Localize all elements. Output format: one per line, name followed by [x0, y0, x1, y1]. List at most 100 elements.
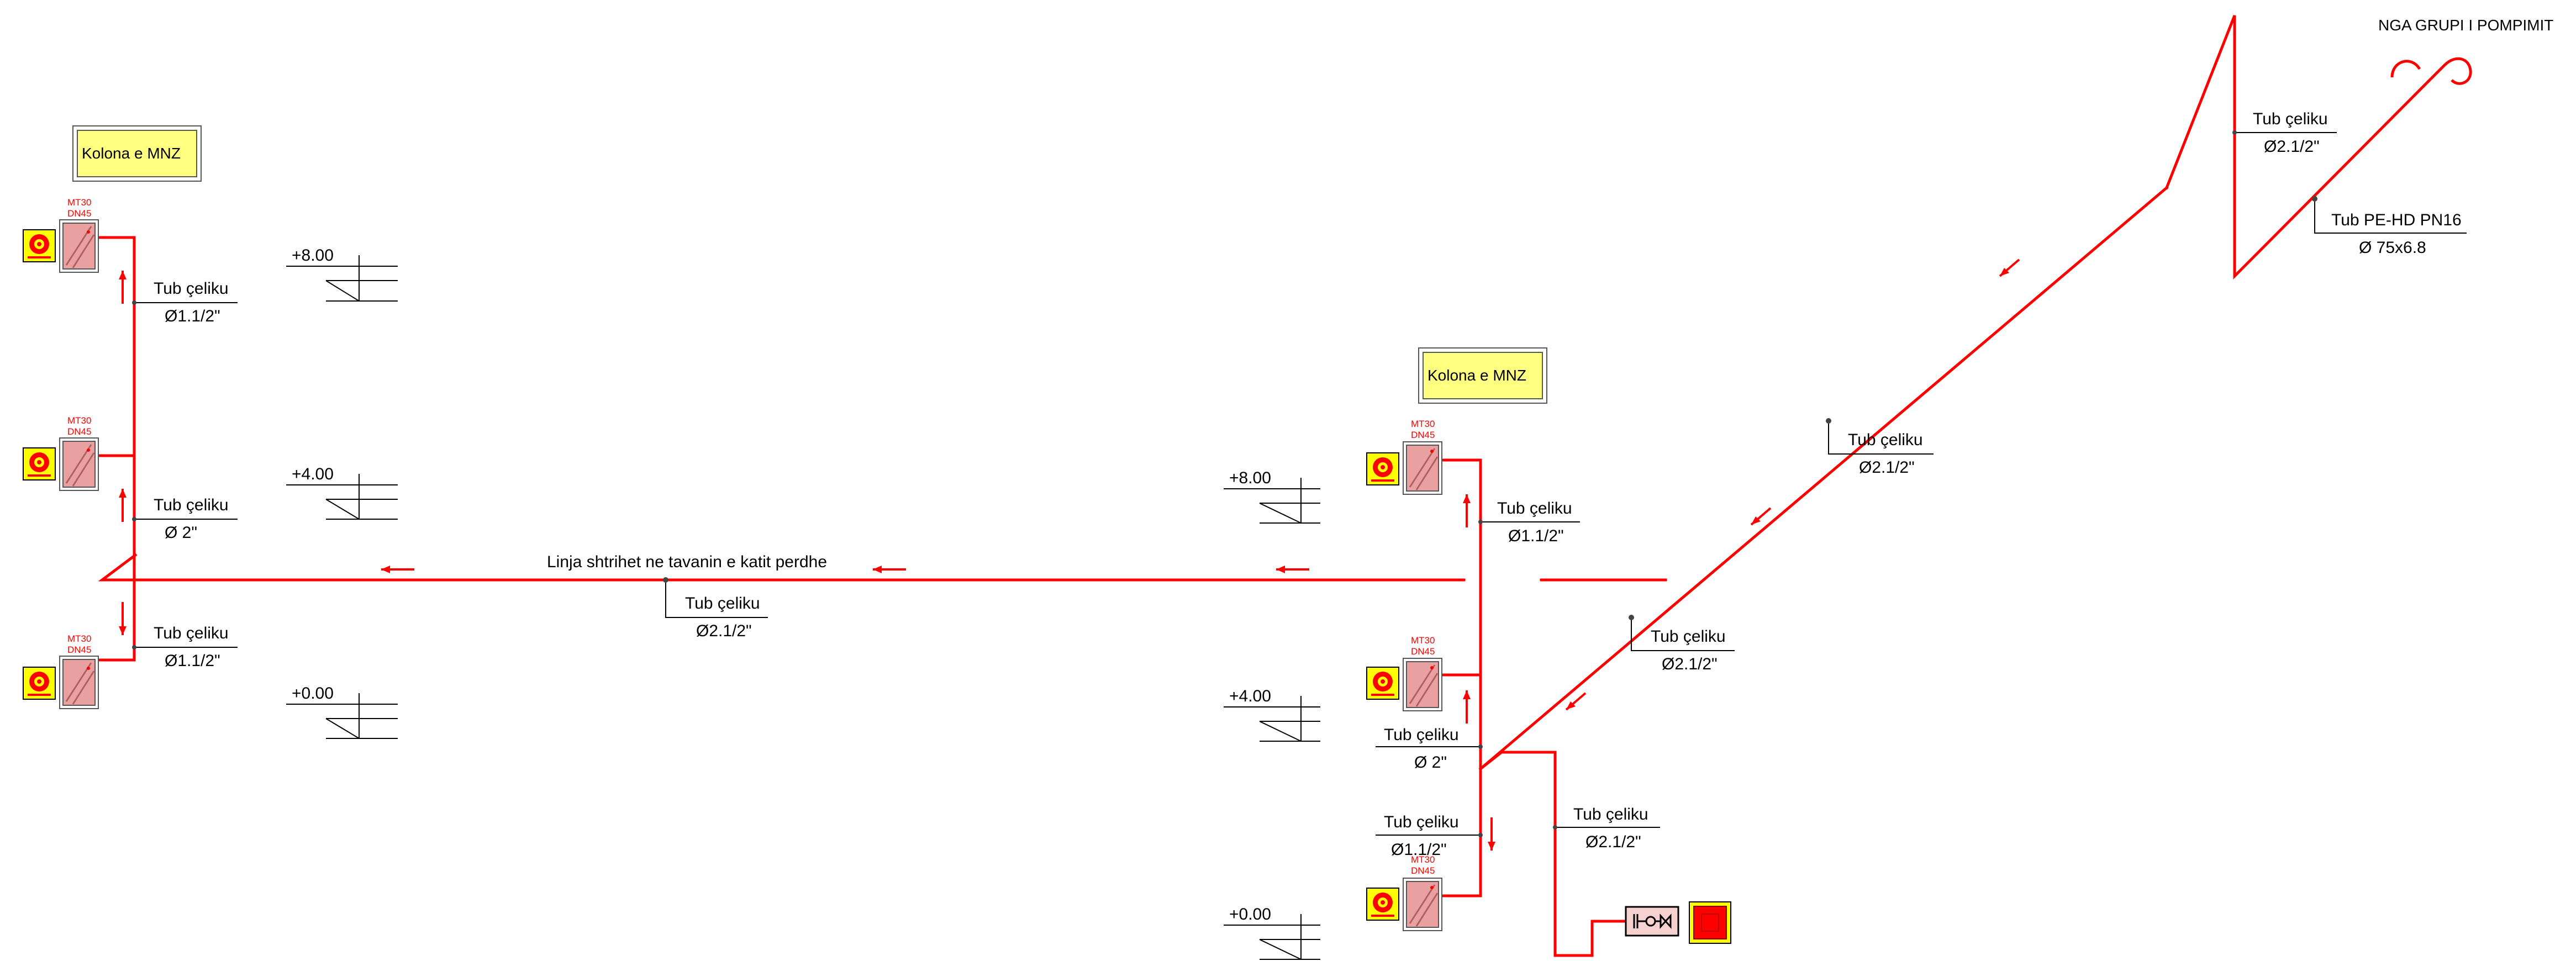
cabinet-label-size: DN45 — [1411, 865, 1435, 876]
pipe-label-lc-top: Tub çeliku Ø1.1/2" — [132, 279, 238, 325]
diagonal-supply-pipe — [1478, 186, 2169, 771]
hose-cabinet-icon — [1403, 441, 1442, 495]
pipe-label-diameter: Ø 2" — [165, 524, 197, 542]
hose-cabinet-icon — [1403, 658, 1442, 711]
pipe-label-material: Tub çeliku — [154, 496, 229, 514]
pipe-label-material: Tub çeliku — [154, 279, 229, 298]
pipe-label-material: Tub çeliku — [1384, 726, 1459, 744]
pipe-label-lc-mid: Tub çeliku Ø 2" — [132, 496, 238, 542]
hose-cabinet-icon — [1403, 878, 1442, 931]
level-label: +4.00 — [292, 465, 334, 483]
extinguisher-icon — [1366, 888, 1399, 921]
pipe-label-diameter: Ø2.1/2" — [1859, 458, 1915, 477]
pipe-label-material: Tub çeliku — [685, 594, 760, 612]
column-label-right: Kolona e MNZ — [1418, 347, 1547, 404]
extinguisher-icon — [1366, 667, 1399, 700]
hose-station-left-mid: MT30 DN45 — [23, 415, 99, 491]
level-marker-l4: +4.00 — [286, 465, 398, 520]
pipe-label-material: Tub PE-HD PN16 — [2331, 211, 2462, 229]
flow-arrow-icon — [119, 602, 127, 635]
flow-arrow-icon — [1488, 817, 1495, 851]
cabinet-label-type: MT30 — [67, 633, 91, 644]
hook-icon-arc — [2390, 60, 2421, 78]
pipe-label-horiz: Tub çeliku Ø2.1/2" — [663, 577, 768, 640]
pump-icon — [1689, 901, 1731, 944]
level-label: +0.00 — [292, 684, 334, 703]
level-marker-icon — [1224, 478, 1320, 524]
pipe-label-riser-top: Tub çeliku Ø2.1/2" — [2232, 110, 2337, 156]
hose-station-right-top: MT30 DN45 — [1366, 419, 1442, 495]
level-marker-l0: +0.00 — [286, 684, 398, 739]
pipe-label-rc-top: Tub çeliku Ø1.1/2" — [1478, 499, 1580, 545]
pipe-label-diameter: Ø 75x6.8 — [2359, 239, 2426, 257]
source-label: NGA GRUPI I POMPIMIT — [2378, 17, 2553, 34]
column-label-text: Kolona e MNZ — [82, 145, 181, 162]
cabinet-label-size: DN45 — [1411, 430, 1435, 440]
riser-from-pump — [2164, 15, 2430, 280]
extinguisher-icon — [23, 667, 56, 700]
cabinet-label-size: DN45 — [67, 645, 91, 655]
flow-arrows — [119, 258, 2020, 851]
cabinet-label-type: MT30 — [67, 415, 91, 426]
cabinet-label-type: MT30 — [1411, 635, 1435, 646]
pipe-label-diameter: Ø2.1/2" — [2264, 138, 2320, 156]
cabinet-label-size: DN45 — [1411, 646, 1435, 657]
pipe-label-diameter: Ø2.1/2" — [1585, 833, 1641, 851]
flow-arrow-icon — [119, 489, 127, 522]
level-label: +8.00 — [1229, 469, 1271, 487]
hose-station-left-top: MT30 DN45 — [23, 197, 99, 273]
pipe-label-material: Tub çeliku — [1573, 805, 1648, 823]
pipe-label-feed: Tub çeliku Ø2.1/2" — [1553, 805, 1660, 851]
pipe-label-material: Tub çeliku — [2253, 110, 2328, 128]
level-marker-icon — [286, 474, 398, 520]
hose-station-right-mid: MT30 DN45 — [1366, 635, 1442, 711]
cabinet-label-type: MT30 — [1411, 854, 1435, 865]
flow-arrow-icon — [119, 271, 127, 304]
valve-assembly-icon — [1625, 906, 1679, 937]
flow-arrow-icon — [1750, 507, 1772, 526]
level-marker-r4: +4.00 — [1224, 687, 1320, 742]
pipe-label-diameter: Ø2.1/2" — [696, 622, 752, 640]
pipe-network — [95, 15, 2430, 957]
cabinet-label-type: MT30 — [67, 197, 91, 208]
flow-arrow-icon — [1565, 692, 1587, 711]
flow-arrow-icon — [1463, 494, 1471, 527]
pipe-label-diameter: Ø1.1/2" — [1391, 841, 1447, 859]
pipe-label-rc-mid: Tub çeliku Ø 2" — [1376, 726, 1483, 772]
pipe-label-diameter: Ø1.1/2" — [165, 307, 220, 325]
level-marker-icon — [286, 255, 398, 302]
flow-arrow-icon — [1276, 566, 1309, 573]
pipe-label-material: Tub çeliku — [1384, 813, 1459, 831]
flow-arrow-icon — [381, 566, 414, 573]
hose-station-left-bot: MT30 DN45 — [23, 633, 99, 709]
horizontal-main-pipe — [98, 553, 1466, 582]
level-label: +0.00 — [1229, 905, 1271, 923]
feed-pipe — [1478, 751, 1627, 957]
level-label: +8.00 — [292, 246, 334, 265]
pipe-label-rc-bot: Tub çeliku Ø1.1/2" — [1376, 813, 1483, 859]
column-label-left: Kolona e MNZ — [72, 125, 202, 182]
level-marker-r0: +0.00 — [1224, 905, 1320, 960]
extinguisher-icon — [23, 447, 56, 480]
hose-cabinet-icon — [59, 437, 99, 491]
cabinet-label-type: MT30 — [1411, 419, 1435, 429]
pipe-label-diameter: Ø1.1/2" — [165, 652, 220, 670]
pipe-label-lc-bot: Tub çeliku Ø1.1/2" — [132, 624, 238, 670]
level-label: +4.00 — [1229, 687, 1271, 705]
pipe-label-material: Tub çeliku — [1848, 431, 1923, 449]
cabinet-label-size: DN45 — [67, 426, 91, 437]
flow-arrow-icon — [1463, 690, 1471, 724]
level-marker-icon — [1224, 914, 1320, 960]
level-marker-l8: +8.00 — [286, 246, 398, 302]
pipe-label-diameter: Ø2.1/2" — [1662, 655, 1718, 673]
extinguisher-icon — [1366, 452, 1399, 485]
pipe-label-diag-low: Tub çeliku Ø2.1/2" — [1629, 615, 1735, 673]
pipe-label-diameter: Ø1.1/2" — [1508, 527, 1564, 545]
cabinet-label-size: DN45 — [67, 208, 91, 219]
level-marker-r8: +8.00 — [1224, 469, 1320, 524]
pipe-label-material: Tub çeliku — [1651, 627, 1726, 646]
pipe-label-material: Tub çeliku — [1497, 499, 1572, 518]
flow-arrow-icon — [873, 566, 906, 573]
pipe-label-material: Tub çeliku — [154, 624, 229, 642]
